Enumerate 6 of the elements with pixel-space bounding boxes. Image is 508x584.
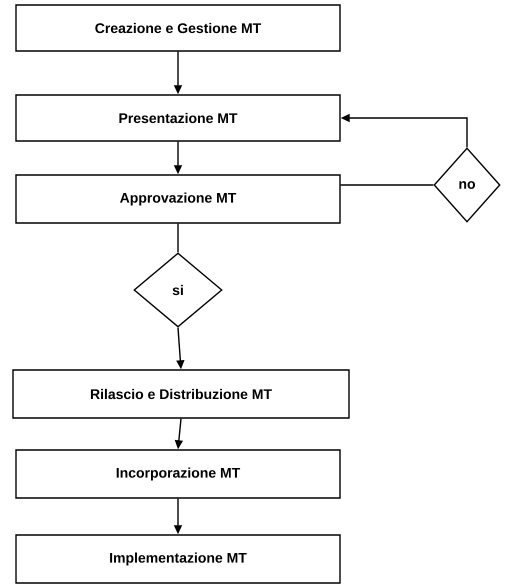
process-box: Incorporazione MT (15, 449, 341, 499)
process-box: Implementazione MT (15, 534, 341, 584)
process-box: Rilascio e Distribuzione MT (12, 369, 350, 419)
process-box: Presentazione MT (15, 94, 341, 142)
process-box: Approvazione MT (15, 174, 341, 224)
process-box: Creazione e Gestione MT (15, 4, 341, 52)
